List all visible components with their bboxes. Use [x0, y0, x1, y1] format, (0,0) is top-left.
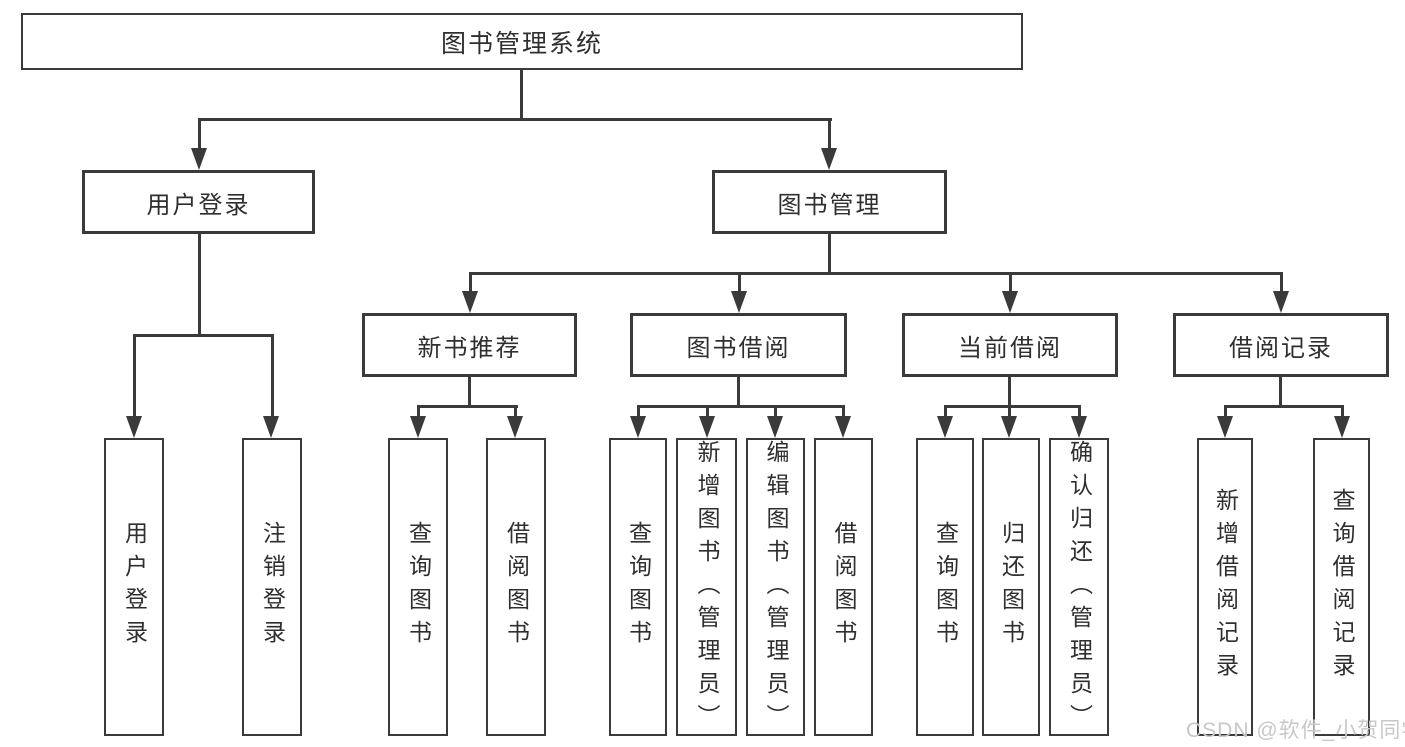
- connector-shaft: [774, 405, 777, 418]
- arrow-down-icon: [1071, 416, 1087, 438]
- connector-shaft: [1280, 272, 1283, 293]
- connector-user-login-drop: [198, 234, 201, 336]
- connector-shaft: [706, 405, 709, 418]
- arrow-down-icon: [630, 416, 646, 438]
- node-user-login: 用户登录: [82, 170, 315, 234]
- connector-user-login-shaft: [198, 118, 201, 152]
- arrow-down-icon: [937, 416, 953, 438]
- node-root: 图书管理系统: [21, 13, 1023, 70]
- arrow-down-icon: [731, 291, 747, 313]
- arrow-down-icon: [263, 416, 279, 438]
- arrow-down-icon: [191, 148, 207, 170]
- connector-borrow-record-branch: [1224, 405, 1344, 408]
- node-current-borrow: 当前借阅: [902, 313, 1118, 377]
- leaf-newbook-borrow-books: 借阅图书: [486, 438, 546, 736]
- connector-borrow-record-drop: [1279, 377, 1282, 407]
- connector-book-borrow-branch: [637, 405, 845, 408]
- arrow-down-icon: [835, 416, 851, 438]
- connector-shaft: [842, 405, 845, 418]
- leaf-record-query-record: 查询借阅记录: [1313, 438, 1370, 736]
- leaf-user-login-logout: 注销登录: [242, 438, 302, 736]
- leaf-user-login-login: 用户登录: [104, 438, 164, 736]
- arrow-down-icon: [1334, 416, 1350, 438]
- arrow-down-icon: [410, 416, 426, 438]
- node-borrow-record: 借阅记录: [1173, 313, 1389, 377]
- connector-user-login-branch: [133, 334, 274, 337]
- connector-shaft: [637, 405, 640, 418]
- connector-shaft: [271, 334, 274, 418]
- connector-book-mgmt-drop: [828, 234, 831, 274]
- connector-book-mgmt-shaft: [828, 118, 831, 152]
- leaf-borrow-add-books-admin: 新增图书（管理员）: [676, 438, 737, 737]
- node-book-management: 图书管理: [712, 170, 947, 234]
- node-new-book-recommend: 新书推荐: [362, 313, 577, 377]
- connector-shaft: [1341, 405, 1344, 418]
- connector-shaft: [417, 405, 420, 418]
- arrow-down-icon: [507, 416, 523, 438]
- connector-level1-branch: [198, 118, 832, 121]
- connector-shaft: [1078, 405, 1081, 418]
- connector-current-borrow-branch: [944, 405, 1081, 408]
- connector-shaft: [469, 272, 472, 293]
- connector-shaft: [514, 405, 517, 418]
- arrow-down-icon: [821, 148, 837, 170]
- watermark: CSDN @软件_小贺同学: [1186, 719, 1405, 742]
- leaf-borrow-edit-books-admin: 编辑图书（管理员）: [746, 438, 805, 737]
- leaf-record-add-record: 新增借阅记录: [1197, 438, 1253, 736]
- connector-shaft: [133, 334, 136, 418]
- connector-book-borrow-drop: [737, 377, 740, 407]
- connector-root-drop: [520, 70, 523, 120]
- arrow-down-icon: [126, 416, 142, 438]
- arrow-down-icon: [1273, 291, 1289, 313]
- arrow-down-icon: [1001, 416, 1017, 438]
- arrow-down-icon: [462, 291, 478, 313]
- connector-shaft: [1224, 405, 1227, 418]
- leaf-borrow-query-books: 查询图书: [609, 438, 667, 736]
- arrow-down-icon: [767, 416, 783, 438]
- arrow-down-icon: [1002, 291, 1018, 313]
- arrow-down-icon: [699, 416, 715, 438]
- connector-shaft: [1008, 405, 1011, 418]
- leaf-newbook-query-books: 查询图书: [388, 438, 448, 736]
- leaf-current-return-books: 归还图书: [982, 438, 1040, 736]
- leaf-current-confirm-return-admin: 确认归还（管理员）: [1049, 438, 1109, 737]
- connector-new-book-drop: [468, 377, 471, 407]
- connector-shaft: [738, 272, 741, 293]
- arrow-down-icon: [1217, 416, 1233, 438]
- connector-level2-branch: [469, 272, 1283, 275]
- connector-shaft: [1009, 272, 1012, 293]
- connector-new-book-branch: [417, 405, 518, 408]
- connector-shaft: [944, 405, 947, 418]
- leaf-current-query-books: 查询图书: [916, 438, 974, 736]
- node-book-borrow: 图书借阅: [630, 313, 847, 377]
- connector-current-borrow-drop: [1008, 377, 1011, 407]
- leaf-borrow-borrow-books: 借阅图书: [814, 438, 873, 736]
